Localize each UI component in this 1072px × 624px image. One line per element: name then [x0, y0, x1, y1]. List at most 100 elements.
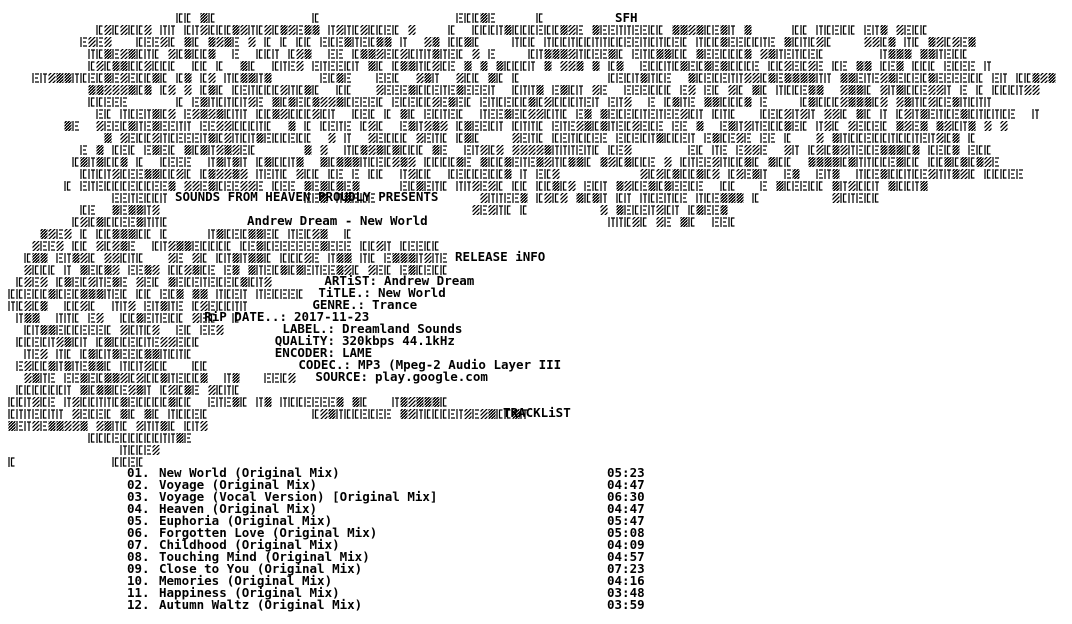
art-cell — [464, 37, 472, 47]
art-glyph — [920, 73, 927, 83]
art-cell — [920, 181, 928, 191]
art-glyph — [896, 181, 903, 191]
art-glyph — [304, 229, 311, 239]
art-glyph — [312, 181, 319, 191]
art-glyph — [80, 325, 87, 335]
art-glyph — [40, 409, 47, 419]
art-cell — [120, 133, 128, 143]
art-cell — [32, 421, 40, 431]
art-glyph — [168, 421, 175, 431]
art-cell — [488, 409, 496, 419]
art-glyph — [520, 205, 527, 215]
art-cell — [856, 109, 864, 119]
art-glyph — [256, 169, 263, 179]
art-glyph — [160, 229, 167, 239]
art-cell — [360, 49, 368, 59]
art-glyph — [856, 169, 863, 179]
art-glyph — [136, 445, 143, 455]
art-glyph — [840, 133, 847, 143]
art-glyph — [520, 85, 527, 95]
art-cell — [968, 37, 976, 47]
art-glyph — [360, 193, 367, 203]
art-glyph — [664, 37, 671, 47]
art-cell — [408, 253, 416, 263]
art-glyph — [496, 109, 503, 119]
art-glyph — [792, 109, 799, 119]
art-glyph — [296, 97, 303, 107]
art-cell — [848, 157, 856, 167]
art-glyph — [344, 61, 351, 71]
art-glyph — [480, 85, 487, 95]
art-glyph — [32, 73, 39, 83]
art-glyph — [88, 49, 95, 59]
art-cell — [808, 73, 816, 83]
art-glyph — [176, 397, 183, 407]
art-glyph — [640, 85, 647, 95]
track-number: 06. — [127, 525, 150, 540]
art-glyph — [344, 229, 351, 239]
art-cell — [136, 373, 144, 383]
art-glyph — [968, 157, 975, 167]
art-cell — [952, 97, 960, 107]
art-glyph — [712, 217, 719, 227]
art-cell — [232, 397, 240, 407]
art-cell — [128, 205, 136, 215]
art-cell — [296, 49, 304, 59]
art-glyph — [384, 265, 391, 275]
art-glyph — [984, 61, 991, 71]
art-glyph — [16, 421, 23, 431]
art-cell — [240, 169, 248, 179]
art-glyph — [616, 121, 623, 131]
art-glyph — [288, 157, 295, 167]
art-cell — [864, 37, 872, 47]
art-cell — [88, 361, 96, 371]
art-glyph — [528, 85, 535, 95]
art-cell — [408, 397, 416, 407]
art-glyph — [360, 241, 367, 251]
art-cell — [96, 385, 104, 395]
art-glyph — [400, 265, 407, 275]
art-glyph — [896, 169, 903, 179]
art-glyph — [552, 97, 559, 107]
art-glyph — [104, 181, 111, 191]
art-glyph — [280, 37, 287, 47]
art-glyph — [176, 121, 183, 131]
art-glyph — [864, 73, 871, 83]
art-glyph — [152, 193, 159, 203]
art-glyph — [352, 145, 359, 155]
art-glyph — [616, 217, 623, 227]
art-glyph — [624, 109, 631, 119]
art-glyph — [168, 289, 175, 299]
art-glyph — [384, 109, 391, 119]
art-cell — [96, 121, 104, 131]
art-glyph — [648, 193, 655, 203]
art-cell — [104, 133, 112, 143]
art-cell — [200, 13, 208, 23]
art-glyph — [616, 97, 623, 107]
art-glyph — [816, 61, 823, 71]
art-glyph — [408, 97, 415, 107]
art-cell — [544, 49, 552, 59]
art-glyph — [72, 241, 79, 251]
track-number: 03. — [127, 489, 150, 504]
art-cell — [80, 157, 88, 167]
art-glyph — [264, 37, 271, 47]
track-number: 10. — [127, 573, 150, 588]
art-glyph — [552, 121, 559, 131]
art-glyph — [216, 97, 223, 107]
art-glyph — [696, 145, 703, 155]
art-glyph — [944, 85, 951, 95]
art-glyph — [128, 109, 135, 119]
art-glyph — [120, 145, 127, 155]
art-glyph — [96, 181, 103, 191]
art-glyph — [672, 61, 679, 71]
art-cell — [656, 133, 664, 143]
art-cell — [112, 349, 120, 359]
art-glyph — [368, 97, 375, 107]
art-glyph — [520, 61, 527, 71]
art-glyph — [200, 61, 207, 71]
art-glyph — [576, 49, 583, 59]
art-glyph — [184, 325, 191, 335]
art-glyph — [168, 373, 175, 383]
art-glyph — [968, 169, 975, 179]
